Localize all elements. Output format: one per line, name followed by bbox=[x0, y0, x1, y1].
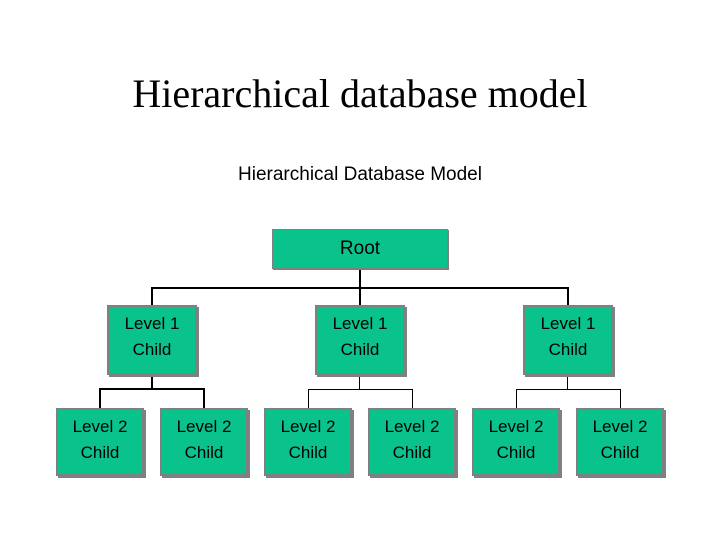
connector-right-subtree-drop-2 bbox=[620, 390, 621, 408]
connector-right-subtree-bus bbox=[516, 389, 621, 390]
tree-node-level1-child-3: Level 1 Child bbox=[523, 305, 613, 375]
diagram-subtitle: Hierarchical Database Model bbox=[238, 164, 482, 185]
tree-node-root: Root bbox=[272, 229, 448, 269]
connector-level1-drop-right bbox=[567, 289, 569, 305]
connector-root-stem bbox=[359, 269, 361, 289]
tree-node-level2-child-4: Level 2 Child bbox=[368, 408, 456, 476]
connector-middle-subtree-drop-1 bbox=[308, 390, 309, 408]
connector-middle-subtree-bus bbox=[308, 389, 413, 390]
tree-node-level2-child-5: Level 2 Child bbox=[472, 408, 560, 476]
connector-level1-bus bbox=[151, 287, 569, 289]
connector-left-subtree-bus bbox=[99, 388, 205, 390]
connector-middle-subtree-drop-2 bbox=[412, 390, 413, 408]
tree-node-level2-child-3: Level 2 Child bbox=[264, 408, 352, 476]
tree-node-level1-child-1: Level 1 Child bbox=[107, 305, 197, 375]
connector-left-subtree-drop-2 bbox=[203, 390, 205, 408]
connector-middle-subtree-stem bbox=[359, 371, 360, 390]
slide-title: Hierarchical database model bbox=[132, 71, 588, 116]
connector-left-subtree-drop-1 bbox=[99, 390, 101, 408]
connector-right-subtree-stem bbox=[567, 371, 568, 390]
tree-node-level2-child-2: Level 2 Child bbox=[160, 408, 248, 476]
connector-level1-drop-left bbox=[151, 289, 153, 305]
connector-left-subtree-stem bbox=[151, 371, 153, 390]
tree-node-level2-child-6: Level 2 Child bbox=[576, 408, 664, 476]
connector-level1-drop-middle bbox=[359, 289, 361, 305]
tree-node-level1-child-2: Level 1 Child bbox=[315, 305, 405, 375]
connector-right-subtree-drop-1 bbox=[516, 390, 517, 408]
tree-node-level2-child-1: Level 2 Child bbox=[56, 408, 144, 476]
